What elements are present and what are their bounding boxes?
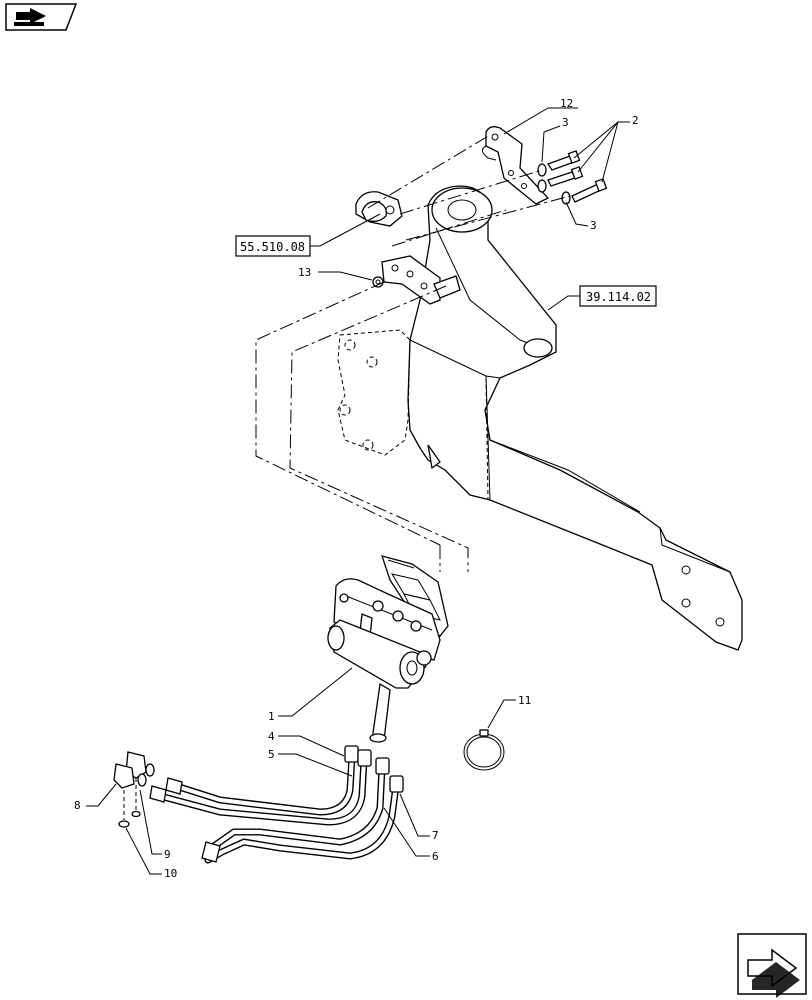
- callout-2: 2: [632, 114, 639, 127]
- callout-6: 6: [432, 850, 439, 863]
- callout-11: 11: [518, 694, 531, 707]
- callout-3-top: 3: [562, 116, 569, 129]
- callout-3-bottom: 3: [590, 219, 597, 232]
- hose-fittings: [149, 745, 404, 863]
- callout-7: 7: [432, 829, 439, 842]
- callout-9: 9: [164, 848, 171, 861]
- assembly-lines: [255, 134, 571, 572]
- coupling-component: [355, 191, 403, 227]
- book-arrow-icon[interactable]: [5, 3, 78, 31]
- callout-13: 13: [298, 266, 311, 279]
- ref-box-39-114-02[interactable]: 39.114.02: [579, 285, 657, 307]
- hydraulic-hoses: [156, 752, 400, 864]
- callout-12: 12: [560, 97, 573, 110]
- hose-clamp-11: [463, 729, 505, 771]
- control-valve: [327, 555, 449, 743]
- elbow-fittings: [113, 751, 155, 828]
- washers-3: [537, 163, 571, 205]
- callouts: 12 3 2 3 13 1 4 5 11 8 9 10: [74, 97, 639, 880]
- valve-mount-bracket: [381, 255, 461, 305]
- ref-label-55-510-08: 55.510.08: [240, 240, 305, 254]
- loader-arm: [407, 185, 743, 651]
- ref-box-55-510-08[interactable]: 55.510.08: [235, 235, 311, 257]
- bolts-2: [547, 150, 608, 203]
- callout-1: 1: [268, 710, 275, 723]
- callout-8: 8: [74, 799, 81, 812]
- nut-13: [372, 276, 384, 288]
- ref-label-39-114-02: 39.114.02: [586, 290, 651, 304]
- callout-10: 10: [164, 867, 177, 880]
- mounting-plate-hidden: [337, 329, 489, 501]
- callout-4: 4: [268, 730, 275, 743]
- next-page-arrow-icon[interactable]: [737, 933, 807, 998]
- bracket-12: [482, 126, 550, 205]
- callout-5: 5: [268, 748, 275, 761]
